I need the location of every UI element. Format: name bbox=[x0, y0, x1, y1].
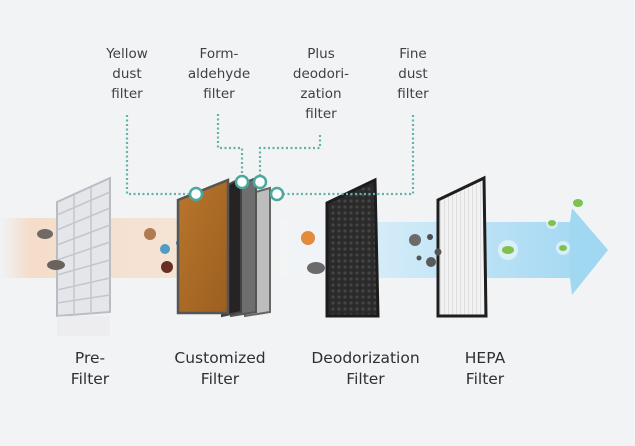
marker-formaldehyde bbox=[234, 174, 250, 190]
stage-label-customized-filter: Customized Filter bbox=[174, 349, 266, 388]
callout-line-formaldehyde bbox=[216, 114, 244, 176]
fine-dust-particle bbox=[409, 234, 421, 246]
odor-particle bbox=[301, 231, 315, 245]
pollen-particle bbox=[144, 228, 156, 240]
stage-label-deodorization-filter: Deodorization Filter bbox=[311, 349, 420, 388]
dust-particle bbox=[47, 260, 65, 270]
pre-filter-graphic bbox=[56, 176, 111, 336]
fine-dust-particle bbox=[416, 255, 422, 261]
callout-lines bbox=[125, 114, 415, 196]
hepa-filter-graphic bbox=[436, 175, 488, 318]
marker-plus-deodorization bbox=[252, 174, 268, 190]
callout-line-fine-dust bbox=[283, 115, 415, 196]
fresh-air-bubbles bbox=[498, 195, 586, 260]
pollen-particle bbox=[161, 261, 173, 273]
fine-dust-particle bbox=[426, 257, 436, 267]
fine-dust-particle bbox=[434, 248, 442, 256]
stage-label-pre-filter: Pre- Filter bbox=[70, 349, 110, 388]
pollen-particle bbox=[160, 244, 170, 254]
deodorization-filter-graphic bbox=[325, 177, 380, 318]
fine-dust-particle bbox=[427, 234, 433, 240]
odor-particle bbox=[307, 262, 325, 274]
callout-line-plus-deodorization bbox=[258, 135, 322, 176]
callout-label-yellow-dust: Yellow dust filter bbox=[106, 46, 148, 102]
callout-label-plus-deodorization: Plus deodori- zation filter bbox=[292, 46, 350, 122]
marker-yellow-dust bbox=[188, 186, 204, 202]
marker-fine-dust bbox=[269, 186, 285, 202]
dust-particle bbox=[37, 229, 53, 239]
clean-air-arrow bbox=[570, 208, 608, 295]
callout-markers bbox=[188, 174, 285, 202]
stage-label-hepa-filter: HEPA Filter bbox=[464, 349, 506, 388]
callout-label-fine-dust: Fine dust filter bbox=[397, 46, 429, 102]
callout-line-yellow-dust bbox=[125, 115, 190, 196]
callout-label-formaldehyde: Form- aldehyde filter bbox=[187, 46, 251, 102]
